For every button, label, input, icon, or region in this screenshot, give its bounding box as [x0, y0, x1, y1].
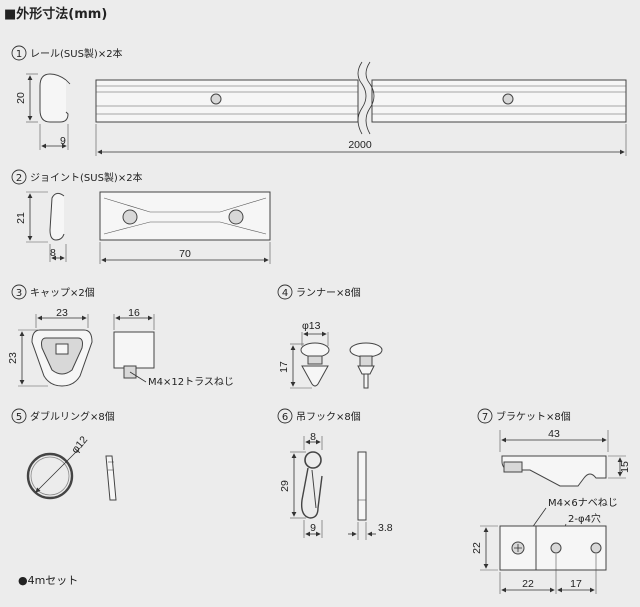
part-label: ジョイント(SUS製)×2本	[30, 171, 143, 184]
part-number: 3	[16, 288, 22, 299]
bracket-hole	[550, 542, 562, 554]
dim-joint-width: 8	[50, 247, 56, 259]
part-1-rail: 1 レール(SUS製)×2本 20 9 2000	[11, 45, 627, 156]
dim-bracket-hole-offset: 22	[522, 578, 534, 590]
dim-joint-length: 70	[179, 248, 191, 260]
part-label: レール(SUS製)×2本	[30, 47, 123, 60]
bracket-side	[501, 455, 607, 487]
rail-body-left	[95, 79, 359, 123]
joint-hole	[122, 209, 138, 225]
ring-side	[105, 455, 117, 501]
part-label: キャップ×2個	[30, 286, 95, 299]
rail-hole	[502, 93, 514, 105]
set-label: ●4mセット	[18, 574, 78, 587]
part-6-hook: 6 吊フック×8個 8 29 9 3.8	[277, 408, 393, 540]
joint-hole	[228, 209, 244, 225]
cap-side	[113, 331, 155, 369]
part-number: 7	[482, 412, 488, 423]
part-label: ランナー×8個	[296, 286, 361, 299]
cap-screw-note: M4×12トラスねじ	[148, 376, 234, 388]
dim-hook-top: 8	[310, 431, 316, 443]
bracket-hole-note: 2-φ4穴	[568, 512, 601, 525]
bracket-screw-note: M4×6ナベねじ	[548, 497, 618, 509]
dim-cap-depth: 16	[128, 307, 140, 319]
dim-cap-height: 23	[7, 352, 19, 364]
part-number: 6	[282, 412, 288, 423]
hook-body	[300, 467, 323, 519]
part-label: ダブルリング×8個	[30, 410, 115, 423]
dim-runner-diameter: φ13	[302, 320, 321, 332]
part-label: ブラケット×8個	[496, 410, 571, 423]
runner-hanger	[301, 365, 329, 387]
dim-bracket-height: 15	[619, 461, 631, 473]
hook-side	[357, 451, 367, 521]
rail-hole	[210, 93, 222, 105]
dim-bracket-plate-height: 22	[471, 542, 483, 554]
part-number: 2	[16, 173, 22, 184]
dim-hook-bottom: 9	[310, 522, 316, 534]
ring-front	[26, 452, 74, 500]
joint-profile	[49, 192, 65, 241]
dim-joint-height: 21	[15, 212, 27, 224]
runner-wheel	[300, 342, 330, 358]
part-number-circle	[11, 45, 27, 61]
page-title: ■外形寸法(mm)	[4, 6, 107, 22]
part-5-double-ring: 5 ダブルリング×8個 φ12	[11, 408, 117, 501]
part-3-cap: 3 キャップ×2個 23 23 16 M4×12トラスねじ	[7, 284, 234, 388]
part-number: 5	[16, 412, 22, 423]
dim-bracket-hole-pitch: 17	[570, 578, 582, 590]
joint-body	[99, 191, 271, 241]
hook-eye	[304, 451, 322, 469]
bracket-hole	[590, 542, 602, 554]
dim-bracket-length: 43	[548, 428, 560, 440]
dim-hook-height: 29	[279, 480, 291, 492]
runner-side-wheel	[349, 342, 383, 358]
rail-body-right	[371, 79, 627, 123]
dim-rail-length: 2000	[348, 139, 372, 151]
part-2-joint: 2 ジョイント(SUS製)×2本 21 8 70	[11, 169, 271, 264]
dim-runner-height: 17	[278, 361, 290, 373]
part-label: 吊フック×8個	[296, 410, 361, 423]
dim-cap-width: 23	[56, 307, 68, 319]
part-4-runner: 4 ランナー×8個 φ13 17	[277, 284, 383, 389]
rail-profile	[39, 73, 69, 123]
part-number: 4	[282, 288, 288, 299]
part-7-bracket: 7 ブラケット×8個 43 15 M4×6ナベねじ 2-φ4穴 22 22 17	[471, 408, 631, 594]
part-number: 1	[16, 49, 22, 60]
dim-rail-height: 20	[15, 92, 27, 104]
dim-hook-thickness: 3.8	[378, 522, 393, 534]
dim-ring-diameter: φ12	[69, 434, 90, 456]
dim-rail-width: 9	[60, 135, 66, 147]
